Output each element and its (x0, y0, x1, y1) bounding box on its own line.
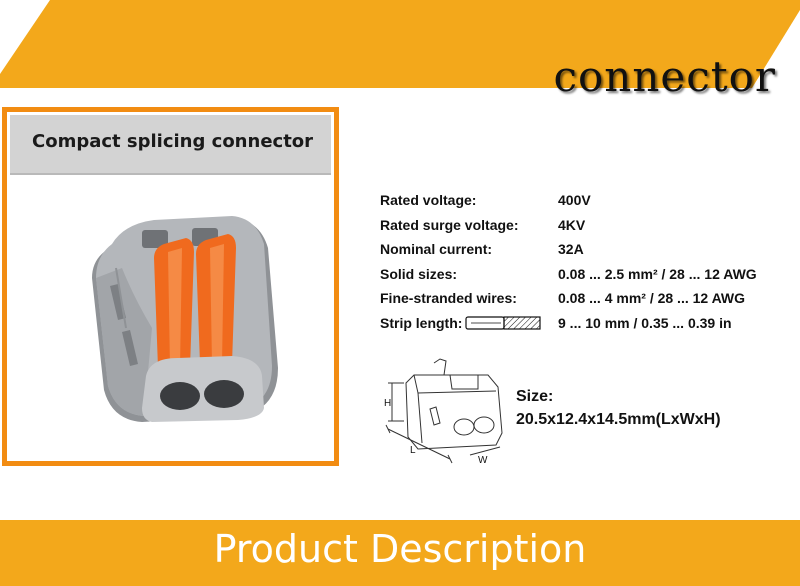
spec-label: Solid sizes: (380, 265, 458, 282)
spec-value: 4KV (558, 216, 586, 233)
height-dim-label: H (384, 398, 391, 409)
spec-value: 0.08 ... 2.5 mm² / 28 ... 12 AWG (558, 265, 757, 282)
footer-banner: Product Description (0, 520, 800, 586)
spec-value: 400V (558, 192, 591, 209)
brand-heading: connector (553, 52, 776, 101)
width-dim-label: W (478, 455, 488, 465)
spec-row: Rated surge voltage: 4KV (380, 213, 757, 238)
product-card: Compact splicing connector (2, 107, 339, 466)
spec-label: Strip length: (380, 314, 463, 331)
spec-value: 0.08 ... 4 mm² / 28 ... 12 AWG (558, 290, 746, 307)
size-value: 20.5x12.4x14.5mm(LxWxH) (516, 411, 721, 428)
spec-row: Nominal current: 32A (380, 237, 757, 262)
spec-row: Fine-stranded wires: 0.08 ... 4 mm² / 28… (380, 286, 757, 311)
spec-label: Fine-stranded wires: (380, 290, 517, 307)
spec-value: 32A (558, 241, 584, 258)
spec-label: Rated surge voltage: (380, 216, 519, 233)
stripped-wire-icon (465, 316, 542, 330)
spec-row: Solid sizes: 0.08 ... 2.5 mm² / 28 ... 1… (380, 262, 757, 287)
card-title: Compact splicing connector (32, 131, 314, 152)
top-banner-stripe (0, 0, 800, 88)
spec-label: Nominal current: (380, 241, 493, 258)
spec-row: Rated voltage: 400V (380, 188, 757, 213)
length-dim-label: L (410, 445, 416, 456)
footer-title: Product Description (213, 527, 587, 571)
spec-label-with-icon: Strip length: (380, 315, 558, 331)
spec-row: Strip length: 9 ... 10 mm / 0.35 ... 0.3… (380, 311, 757, 336)
spec-value: 9 ... 10 mm / 0.35 ... 0.39 in (558, 314, 732, 331)
connector-product-image (92, 216, 278, 422)
dimension-drawing: H L W (384, 358, 503, 465)
size-label: Size: (516, 388, 554, 405)
spec-table: Rated voltage: 400V Rated surge voltage:… (380, 188, 757, 335)
spec-label: Rated voltage: (380, 192, 477, 209)
card-header: Compact splicing connector (10, 115, 331, 175)
